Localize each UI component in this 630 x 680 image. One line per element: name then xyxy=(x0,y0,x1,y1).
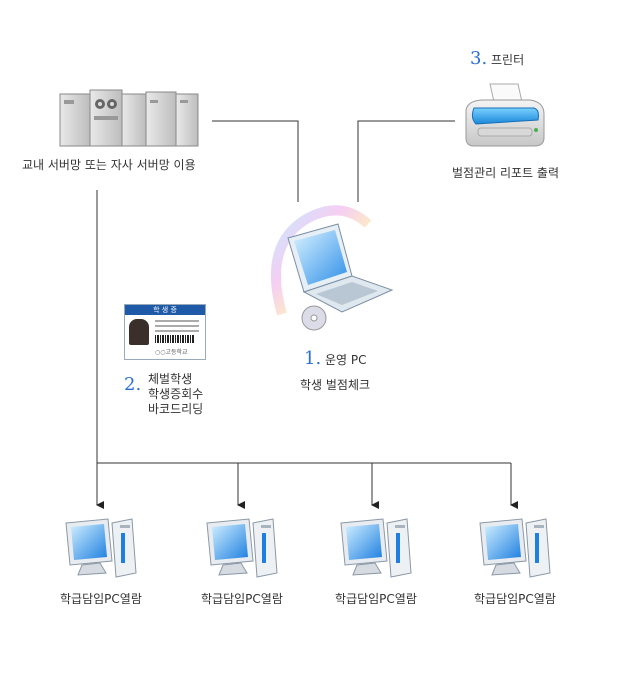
client-pc-label: 학급담임PC열람 xyxy=(335,592,417,606)
printer-number: 3. xyxy=(470,48,488,69)
barcode-line-3: 바코드리딩 xyxy=(148,402,204,416)
card-barcode xyxy=(155,335,195,343)
client-pc-icon xyxy=(340,518,412,578)
barcode-line-2: 학생증회수 xyxy=(148,387,204,401)
client-pc-icon xyxy=(65,518,137,578)
client-pc-label: 학급담임PC열람 xyxy=(60,592,142,606)
client-pc-label: 학급담임PC열람 xyxy=(201,592,283,606)
barcode-line-1: 체벌학생 xyxy=(148,372,193,386)
printer-title: 3. 프린터 xyxy=(470,48,524,69)
student-id-card-icon: 학 생 증 ○○고등학교 xyxy=(124,304,206,360)
server-label: 교내 서버망 또는 자사 서버망 이용 xyxy=(22,158,196,172)
operator-label: 학생 벌점체크 xyxy=(300,378,371,392)
operator-title-text: 운영 PC xyxy=(325,353,367,367)
client-pc-label: 학급담임PC열람 xyxy=(474,592,556,606)
barcode-number: 2. xyxy=(124,374,142,395)
printer-title-text: 프린터 xyxy=(491,53,525,67)
client-pc-icon xyxy=(206,518,278,578)
printer-label: 벌점관리 리포트 출력 xyxy=(452,166,559,180)
card-header: 학 생 증 xyxy=(125,305,205,315)
printer-icon xyxy=(465,83,545,147)
card-photo xyxy=(129,319,149,345)
operator-number: 1. xyxy=(304,348,322,369)
server-rack-icon xyxy=(59,89,199,147)
client-pc-icon xyxy=(479,518,551,578)
operator-title: 1. 운영 PC xyxy=(304,348,367,369)
printer-to-laptop-line xyxy=(357,120,455,202)
server-to-laptop-line xyxy=(212,120,299,202)
card-school: ○○고등학교 xyxy=(155,349,188,356)
laptop-icon xyxy=(271,205,394,331)
